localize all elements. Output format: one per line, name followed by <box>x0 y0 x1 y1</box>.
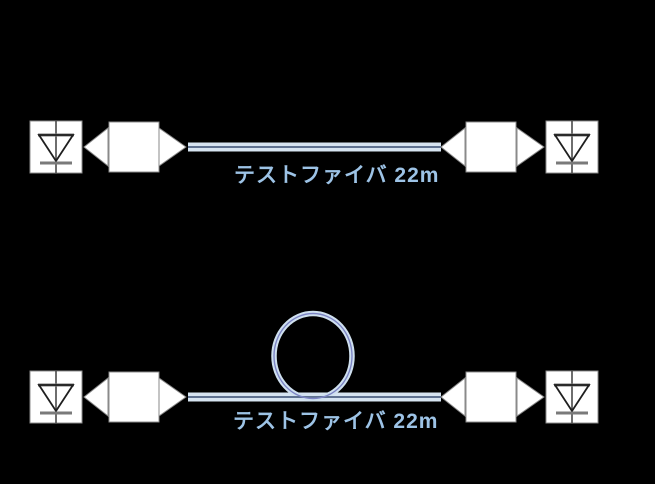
connector-triangle-left <box>83 376 109 418</box>
fiber-label: テストファイバ 22m <box>233 410 438 433</box>
connector-triangle-left <box>440 126 466 168</box>
connector-triangle-right <box>158 127 187 167</box>
connector-triangle-right <box>516 377 545 417</box>
connector-triangle-right <box>158 377 187 417</box>
photodiode-icon <box>28 119 84 175</box>
coupler-box <box>108 121 160 173</box>
connector-triangle-left <box>440 376 466 418</box>
connector-triangle-right <box>516 127 545 167</box>
fiber-label: テストファイバ 22m <box>234 164 439 187</box>
diagram-bottom: テストファイバ 22m <box>28 310 600 433</box>
coupler-box <box>108 371 160 423</box>
photodiode-icon <box>544 369 600 425</box>
photodiode-icon <box>28 369 84 425</box>
photodiode-icon <box>544 119 600 175</box>
coupler-box <box>465 121 517 173</box>
mandrel-loop-core <box>273 312 353 400</box>
coupler-box <box>465 371 517 423</box>
connector-triangle-left <box>83 126 109 168</box>
diagram-top: テストファイバ 22m <box>28 119 600 187</box>
